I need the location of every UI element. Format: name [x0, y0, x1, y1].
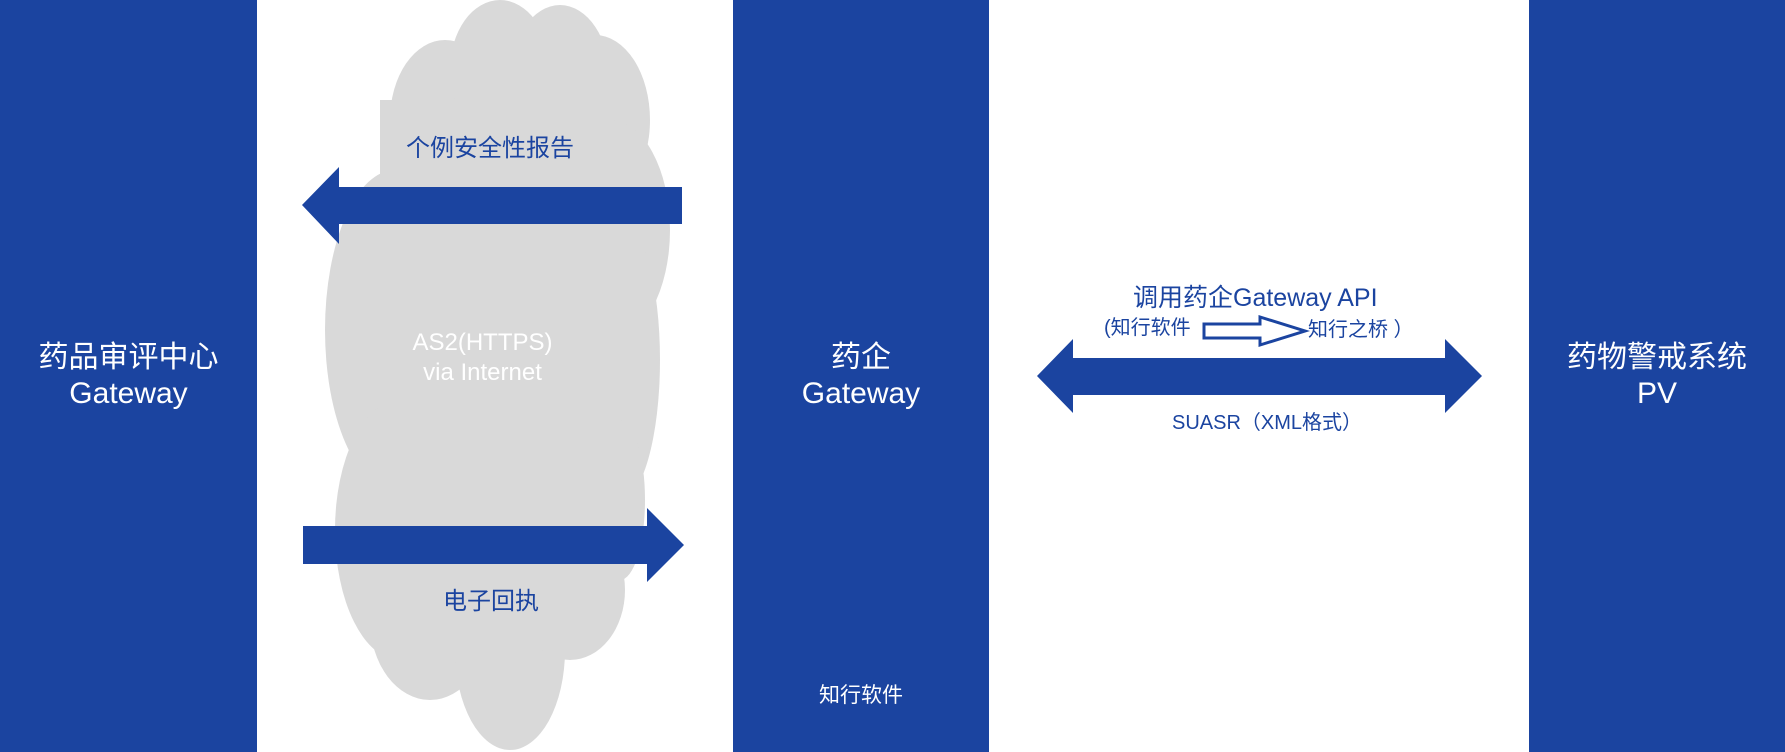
pharma-gateway-title: 药企 Gateway: [733, 340, 989, 412]
api-double-arrow: [1037, 339, 1482, 413]
cde-gateway-line1: 药品审评中心: [38, 341, 219, 374]
report-arrow: [302, 167, 682, 244]
pharma-gateway-footer: 知行软件: [819, 684, 903, 707]
bridge-arrow: [1202, 314, 1311, 348]
cloud-label-line2: via Internet: [423, 359, 542, 386]
cde-gateway-title: 药品审评中心 Gateway: [0, 340, 257, 412]
cde-gateway-line2: Gateway: [69, 377, 188, 410]
pharma-gateway-line2: Gateway: [801, 377, 921, 410]
cde-gateway-column: 药品审评中心 Gateway: [0, 0, 257, 752]
cloud-label-line1: AS2(HTTPS): [412, 329, 553, 356]
format-label: SUASR（XML格式）: [1172, 412, 1363, 434]
receipt-arrow: [303, 508, 684, 582]
pv-system-line2: PV: [1636, 377, 1678, 410]
bridge-right-label: 知行之桥 ）: [1308, 319, 1414, 341]
pharma-gateway-line1: 药企: [831, 341, 891, 374]
bridge-left-label: (知行软件: [1104, 317, 1191, 339]
receipt-arrow-label: 电子回执: [443, 588, 539, 615]
pv-system-title: 药物警戒系统 PV: [1529, 340, 1785, 412]
pv-system-column: 药物警戒系统 PV: [1529, 0, 1785, 752]
pharma-gateway-column: 药企 Gateway 知行软件: [733, 0, 989, 752]
api-call-label: 调用药企Gateway API: [1133, 284, 1378, 312]
report-arrow-label: 个例安全性报告: [406, 135, 574, 162]
cloud-label: AS2(HTTPS) via Internet: [380, 328, 585, 388]
pv-system-line1: 药物警戒系统: [1567, 341, 1747, 374]
